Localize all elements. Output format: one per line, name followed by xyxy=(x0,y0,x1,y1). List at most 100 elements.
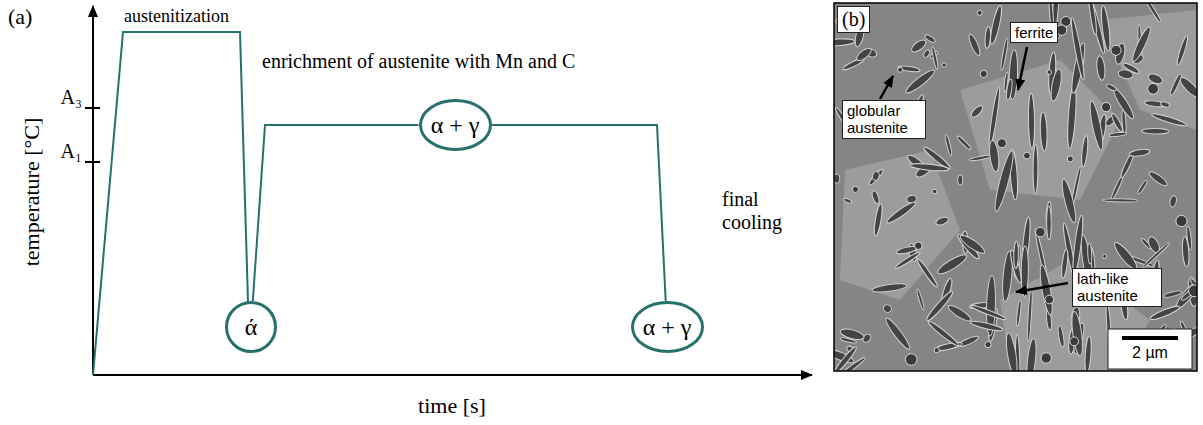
micrograph-frame xyxy=(834,3,1197,371)
austenite-lath xyxy=(1160,101,1170,108)
axis-label: A₃ xyxy=(61,86,82,109)
austenite-lath xyxy=(1040,112,1048,151)
austenite-lath xyxy=(947,303,973,323)
austenite-lath xyxy=(1142,128,1170,134)
leader-arrow xyxy=(1018,47,1027,90)
austenite-lath xyxy=(1106,83,1118,92)
austenite-lath xyxy=(987,87,1001,147)
austenite-lath xyxy=(970,319,1003,332)
austenite-lath xyxy=(916,258,940,289)
austenite-lath xyxy=(834,38,855,47)
globular-austenite xyxy=(1111,45,1121,55)
scale-box xyxy=(1108,329,1192,369)
phase-circle: α + γ xyxy=(419,99,492,151)
axis-label: A₁ xyxy=(61,140,82,163)
globular-austenite xyxy=(997,139,1006,148)
austenite-lath xyxy=(1100,5,1112,51)
globular-austenite xyxy=(942,63,946,67)
austenite-lath xyxy=(958,175,963,185)
scale-bar xyxy=(1122,336,1178,340)
callout-label: globular austenite xyxy=(842,100,926,139)
austenite-lath xyxy=(1130,25,1153,63)
austenite-lath xyxy=(1071,215,1085,274)
austenite-lath xyxy=(1016,300,1022,326)
austenite-lath xyxy=(1147,170,1168,188)
austenite-lath xyxy=(894,251,921,270)
austenite-lath xyxy=(1028,93,1035,148)
callout-label: (b) xyxy=(837,6,870,33)
austenite-lath xyxy=(944,134,952,156)
globular-austenite xyxy=(934,348,939,353)
austenite-lath xyxy=(1137,179,1148,194)
austenite-lath xyxy=(1117,68,1134,79)
globular-austenite xyxy=(1024,152,1031,159)
austenite-lath xyxy=(1080,136,1088,168)
austenite-lath xyxy=(984,26,991,48)
phase-circle: ά xyxy=(225,301,277,353)
austenite-lath xyxy=(970,304,1007,321)
austenite-lath xyxy=(970,104,985,119)
austenite-lath xyxy=(1003,72,1008,92)
austenite-lath xyxy=(956,135,972,151)
austenite-lath xyxy=(1061,249,1069,278)
austenite-lath xyxy=(927,320,960,348)
axis-label: time [s] xyxy=(418,393,486,419)
callout-label: lath-like austenite xyxy=(1072,268,1162,307)
globular-austenite xyxy=(932,189,937,194)
austenite-lath xyxy=(1060,178,1079,223)
austenite-lath xyxy=(872,282,907,293)
austenite-lath xyxy=(882,303,893,314)
austenite-lath xyxy=(1096,55,1106,80)
austenite-lath xyxy=(958,233,987,256)
austenite-lath xyxy=(969,155,991,162)
temperature-curve xyxy=(253,125,419,301)
austenite-lath xyxy=(855,46,873,62)
axis-label: final cooling xyxy=(722,188,798,234)
austenite-lath xyxy=(1069,17,1086,81)
phase-label: α + γ xyxy=(631,314,704,340)
micrograph-ground xyxy=(834,3,1197,371)
austenite-lath xyxy=(1176,35,1190,66)
y-axis xyxy=(92,6,94,375)
austenite-lath xyxy=(935,341,963,352)
austenite-lath xyxy=(1143,3,1162,23)
austenite-lath xyxy=(1087,3,1097,35)
callout-label: ferrite xyxy=(1010,22,1058,43)
austenite-lath xyxy=(1070,311,1085,356)
austenite-lath xyxy=(1169,195,1177,207)
austenite-lath xyxy=(931,46,939,69)
austenite-lath xyxy=(1013,241,1018,269)
leader-arrow xyxy=(1016,283,1068,292)
axis-label: austenitization xyxy=(124,6,229,27)
axis-label: enrichment of austenite with Mn and C xyxy=(262,50,575,73)
austenite-lath xyxy=(958,334,980,348)
austenite-lath xyxy=(1025,338,1037,371)
tick-mark xyxy=(85,161,100,163)
globular-austenite xyxy=(1103,254,1107,258)
globular-austenite xyxy=(1189,285,1197,297)
globular-austenite xyxy=(1070,337,1079,346)
austenite-lath xyxy=(906,194,917,203)
globular-austenite xyxy=(898,67,903,72)
temperature-curve xyxy=(492,125,666,301)
phase-label: α + γ xyxy=(419,112,492,138)
austenite-lath xyxy=(1163,290,1182,299)
globular-austenite xyxy=(1045,295,1054,304)
globular-austenite xyxy=(1041,353,1051,363)
austenite-lath xyxy=(1142,242,1171,269)
axis-label: temperature [°C] xyxy=(19,118,45,267)
austenite-lath xyxy=(1046,206,1051,240)
austenite-lath xyxy=(1129,148,1150,157)
austenite-lath xyxy=(1087,243,1092,264)
austenite-lath xyxy=(1084,336,1092,371)
austenite-lath xyxy=(1004,332,1019,371)
globular-austenite xyxy=(852,186,858,192)
austenite-lath xyxy=(873,203,884,236)
globular-austenite xyxy=(977,10,982,15)
austenite-lath xyxy=(1000,38,1009,70)
microstructure xyxy=(834,3,1197,371)
globular-austenite xyxy=(985,342,991,348)
globular-austenite xyxy=(915,242,923,250)
